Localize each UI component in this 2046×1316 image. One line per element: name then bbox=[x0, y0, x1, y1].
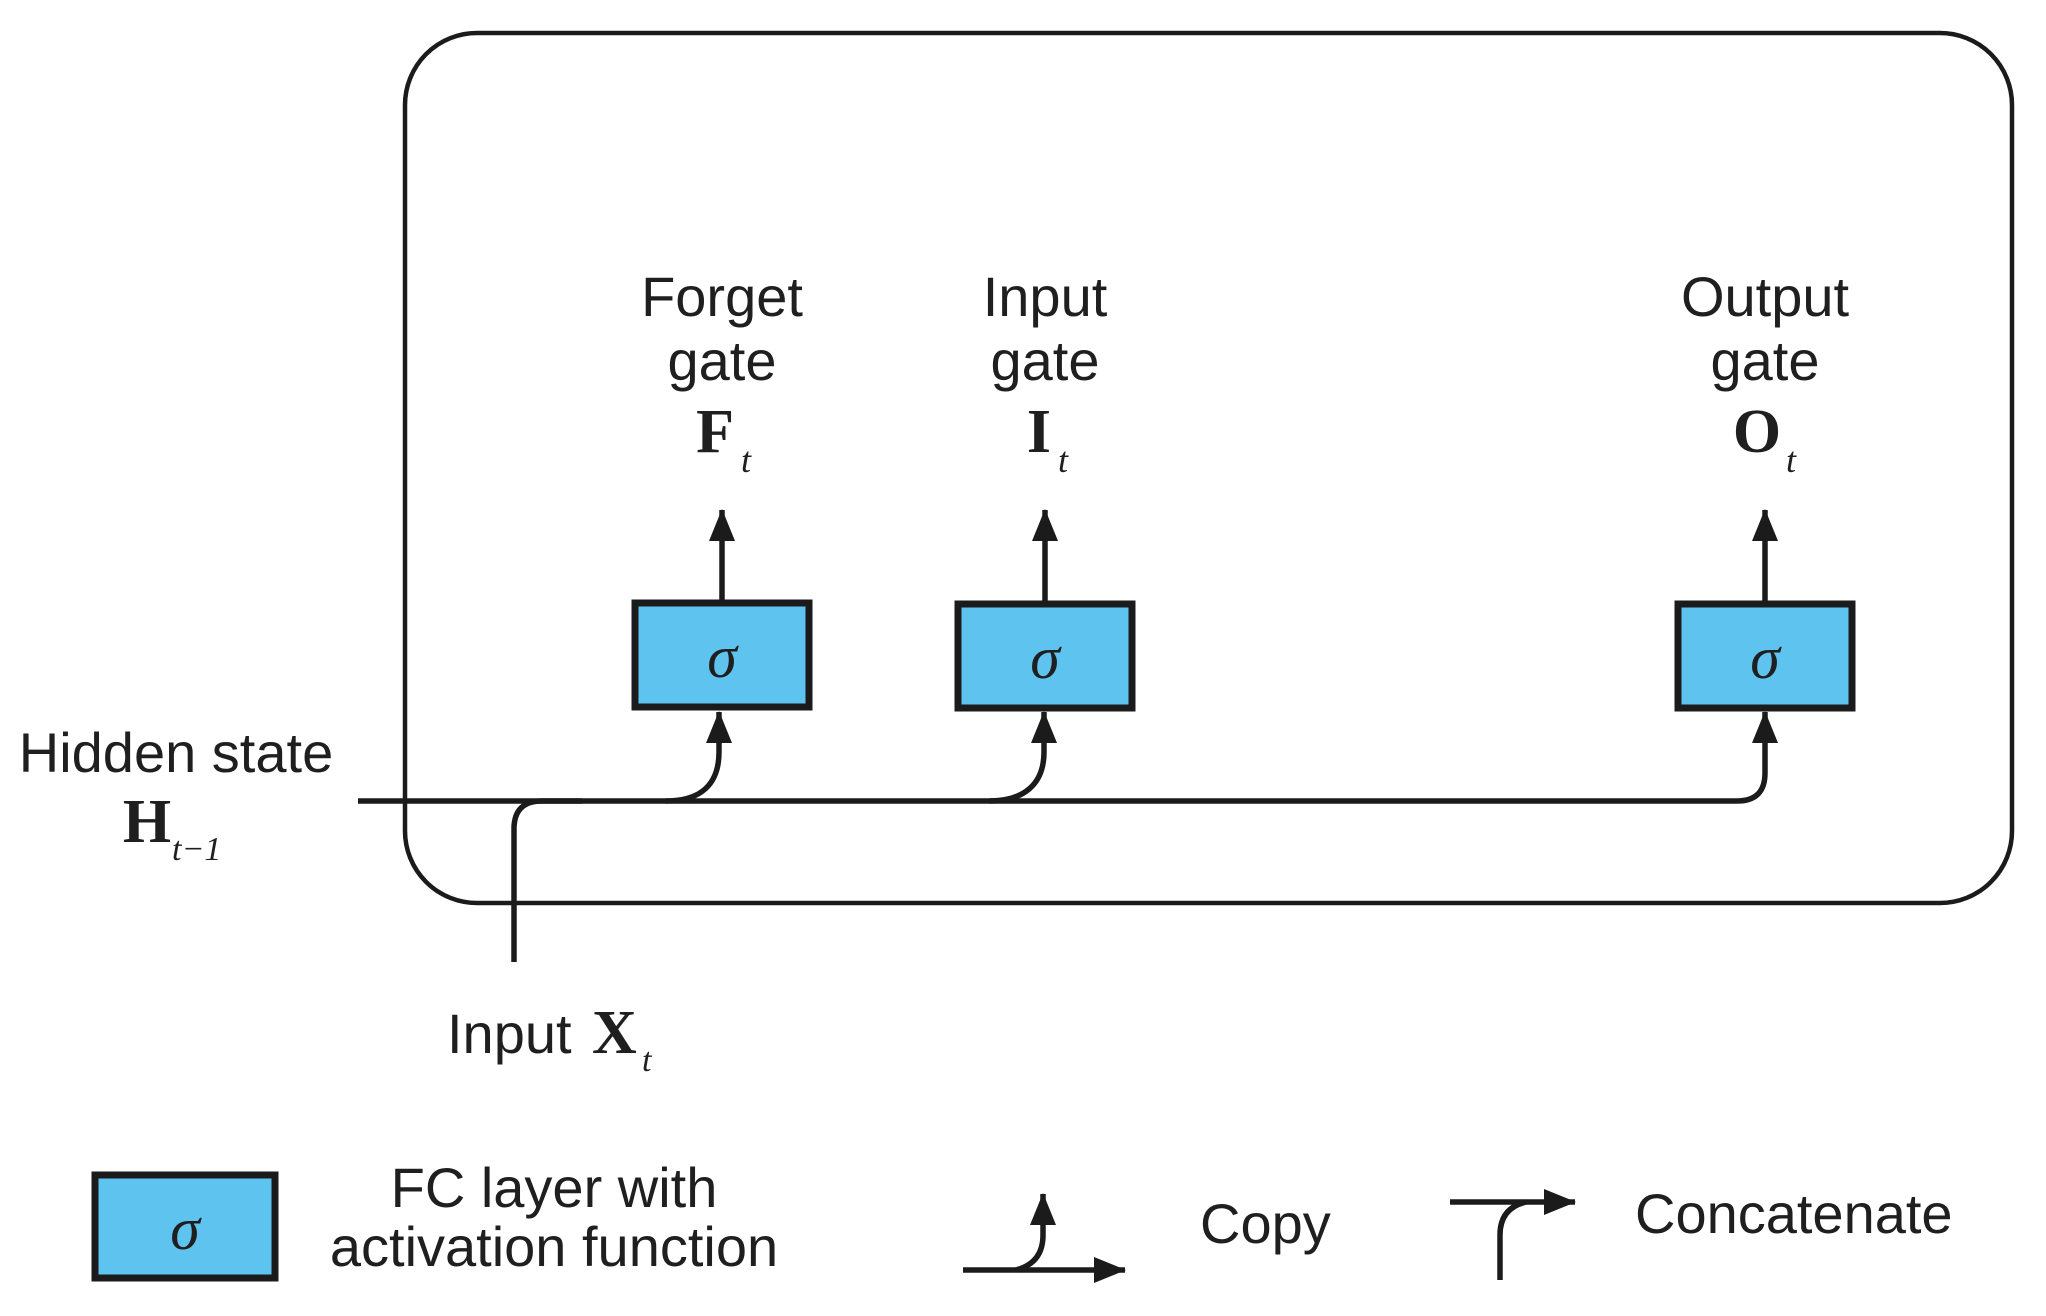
legend-copy-label: Copy bbox=[1200, 1192, 1331, 1255]
hidden-state-label: Hidden state bbox=[19, 721, 333, 784]
forget-gate-fc-box bbox=[631, 599, 813, 711]
input-gate-symbol: I bbox=[1027, 398, 1051, 466]
hidden-state-subscript: t−1 bbox=[172, 831, 221, 868]
copy-icon bbox=[963, 1193, 1126, 1283]
output-gate-label-line2: gate bbox=[1711, 329, 1820, 392]
forget-sigma-symbol: σ bbox=[707, 624, 739, 690]
legend-fc-label-line2: activation function bbox=[330, 1215, 778, 1278]
forget-gate-symbol: F bbox=[696, 398, 734, 466]
forget-gate-label-line1: Forget bbox=[641, 265, 803, 328]
hidden-state-symbol: H bbox=[123, 788, 171, 856]
forget-gate-subscript: t bbox=[741, 440, 752, 480]
input-sigma-symbol: σ bbox=[1030, 625, 1062, 691]
legend-concatenate-label: Concatenate bbox=[1635, 1182, 1953, 1245]
legend-fc-box bbox=[91, 1171, 279, 1282]
input-label: Input bbox=[447, 1002, 572, 1065]
copy-icon-branch-arrow bbox=[1015, 1193, 1056, 1273]
lstm-cell-boundary bbox=[402, 30, 2015, 906]
input-gate-label-line2: gate bbox=[991, 329, 1100, 392]
input-line bbox=[511, 798, 582, 962]
output-gate-symbol: O bbox=[1733, 398, 1781, 466]
legend-fc-label-line1: FC layer with bbox=[391, 1156, 718, 1219]
copy-branch-forget bbox=[665, 711, 732, 804]
hidden-state-line bbox=[358, 711, 1778, 804]
copy-branch-input bbox=[988, 711, 1057, 804]
concatenate-icon bbox=[1450, 1189, 1576, 1280]
input-symbol: X bbox=[592, 999, 637, 1067]
output-gate-subscript: t bbox=[1786, 440, 1797, 480]
concatenate-icon-merge-line bbox=[1497, 1199, 1527, 1280]
input-gate-fc-box bbox=[954, 600, 1136, 712]
legend-sigma-symbol: σ bbox=[170, 1196, 202, 1262]
input-subscript: t bbox=[642, 1042, 653, 1079]
output-gate-label-line1: Output bbox=[1681, 265, 1850, 328]
input-gate-subscript: t bbox=[1058, 440, 1069, 480]
forget-gate-label-line2: gate bbox=[668, 329, 777, 392]
input-gate-label-line1: Input bbox=[983, 265, 1108, 328]
output-sigma-symbol: σ bbox=[1750, 625, 1782, 691]
